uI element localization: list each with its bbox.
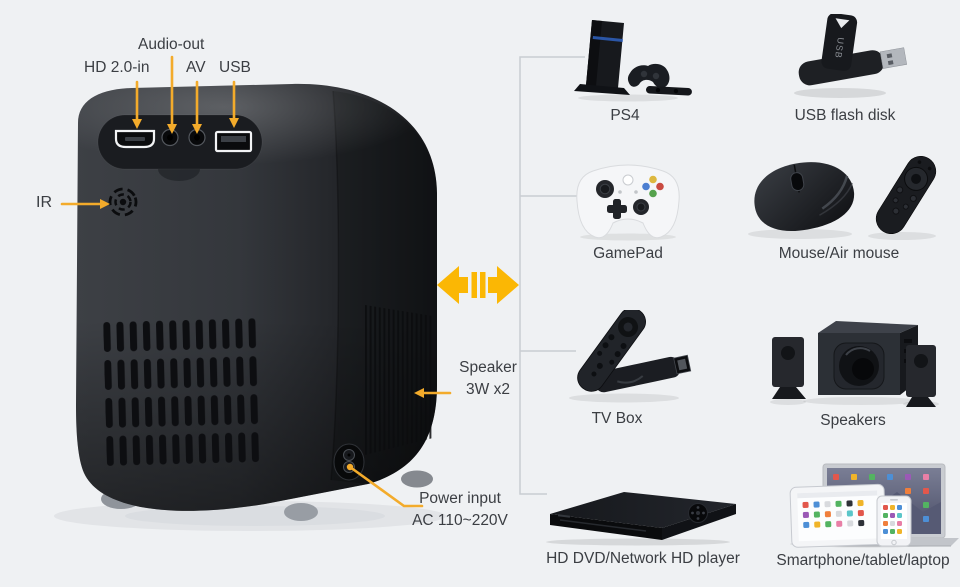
front-vents (103, 317, 265, 467)
usb-port (214, 130, 253, 153)
device-speakers: Speakers (767, 303, 939, 430)
label-audio-out: Audio-out (138, 36, 205, 53)
device-hd-dvd-player: HD DVD/Network HD player (528, 484, 758, 568)
usb-drive-text: USB (833, 37, 846, 60)
audio-out-jack (161, 128, 179, 147)
device-smartphone-tablet-laptop: Smartphone/tablet/laptop (763, 462, 960, 570)
speaker-grille (365, 305, 433, 455)
device-mouse-air-mouse: Mouse/Air mouse (734, 150, 944, 263)
device-label: Mouse/Air mouse (778, 245, 900, 262)
label-usb: USB (219, 59, 251, 76)
power-inlet (333, 443, 365, 481)
av-jack (188, 128, 206, 147)
hd-dvd-player-icon (546, 492, 736, 546)
gamepad-icon (576, 164, 680, 241)
device-gamepad: GamePad (548, 152, 708, 263)
subwoofer (817, 321, 918, 395)
left-satellite (771, 337, 806, 399)
label-av: AV (186, 59, 206, 76)
speakers-icon (769, 321, 939, 407)
label-speaker: Speaker 3W x2 (459, 359, 517, 398)
ir-sensor (108, 187, 138, 217)
device-tv-box: TV Box (537, 310, 697, 428)
device-label: USB flash disk (794, 107, 896, 124)
label-hd-in: HD 2.0-in (84, 59, 150, 76)
mouse-air-mouse-icon (748, 156, 937, 240)
device-label: Speakers (820, 412, 886, 429)
projector-illustration (54, 83, 446, 531)
device-label: Smartphone/tablet/laptop (776, 552, 950, 569)
tv-box-icon (569, 310, 692, 403)
smartphone-tablet-laptop-icon (789, 463, 959, 548)
device-label: HD DVD/Network HD player (546, 550, 740, 567)
device-usb-flash-disk: USB USB flash disk (765, 14, 925, 125)
smartphone (876, 495, 912, 547)
device-ps4: PS4 (545, 16, 705, 125)
hdmi-port (114, 129, 156, 149)
panel-notch (158, 169, 200, 181)
device-label: GamePad (593, 245, 663, 262)
right-satellite (905, 345, 936, 407)
device-label: TV Box (591, 410, 643, 427)
device-label: PS4 (610, 107, 640, 124)
tablet (789, 483, 887, 548)
usb-flash-disk-icon: USB (794, 14, 908, 98)
label-power-input: Power input AC 110~220V (412, 490, 508, 529)
ps4-icon (574, 20, 692, 102)
label-ir: IR (36, 194, 52, 211)
